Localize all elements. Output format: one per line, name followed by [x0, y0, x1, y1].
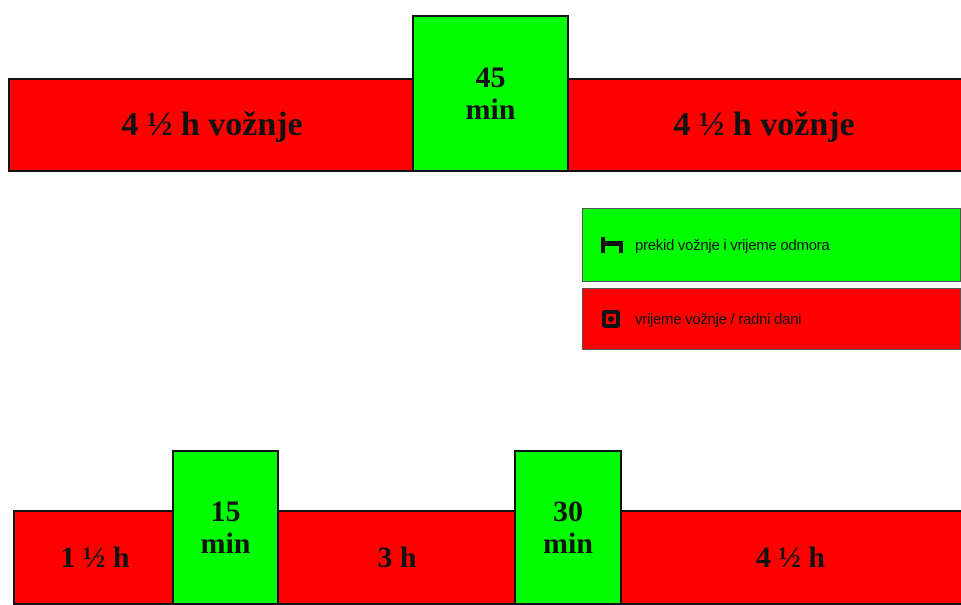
driving-block-4: 3 h	[275, 510, 519, 605]
driving-block-1: 4 ½ h vožnje	[8, 78, 416, 172]
driving-block-3: 1 ½ h	[13, 510, 177, 605]
driving-block-4-label: 3 h	[377, 540, 417, 574]
steering-wheel-icon	[601, 309, 625, 329]
legend-driving-label: vrijeme vožnje / radni dani	[635, 310, 802, 328]
break-block-15-unit: min	[200, 526, 251, 560]
break-block-45: 45 min	[412, 15, 569, 172]
bed-icon	[601, 235, 625, 255]
legend-break-label: prekid vožnje i vrijeme odmora	[635, 236, 830, 254]
driving-block-1-label: 4 ½ h vožnje	[121, 106, 303, 143]
driving-block-2: 4 ½ h vožnje	[565, 78, 961, 172]
break-block-30-value: 30	[553, 495, 583, 528]
break-block-30: 30 min	[514, 450, 622, 605]
driving-block-5: 4 ½ h	[618, 510, 961, 605]
break-block-15: 15 min	[172, 450, 279, 605]
legend-break-item: prekid vožnje i vrijeme odmora	[582, 208, 961, 282]
break-block-15-value: 15	[210, 495, 241, 528]
break-block-30-unit: min	[542, 526, 593, 560]
driving-block-5-label: 4 ½ h	[755, 540, 826, 574]
break-block-45-unit: min	[465, 92, 516, 126]
break-block-45-value: 45	[475, 61, 506, 94]
driving-block-3-label: 1 ½ h	[60, 540, 130, 574]
driving-block-2-label: 4 ½ h vožnje	[673, 106, 855, 143]
legend-driving-item: vrijeme vožnje / radni dani	[582, 288, 961, 350]
